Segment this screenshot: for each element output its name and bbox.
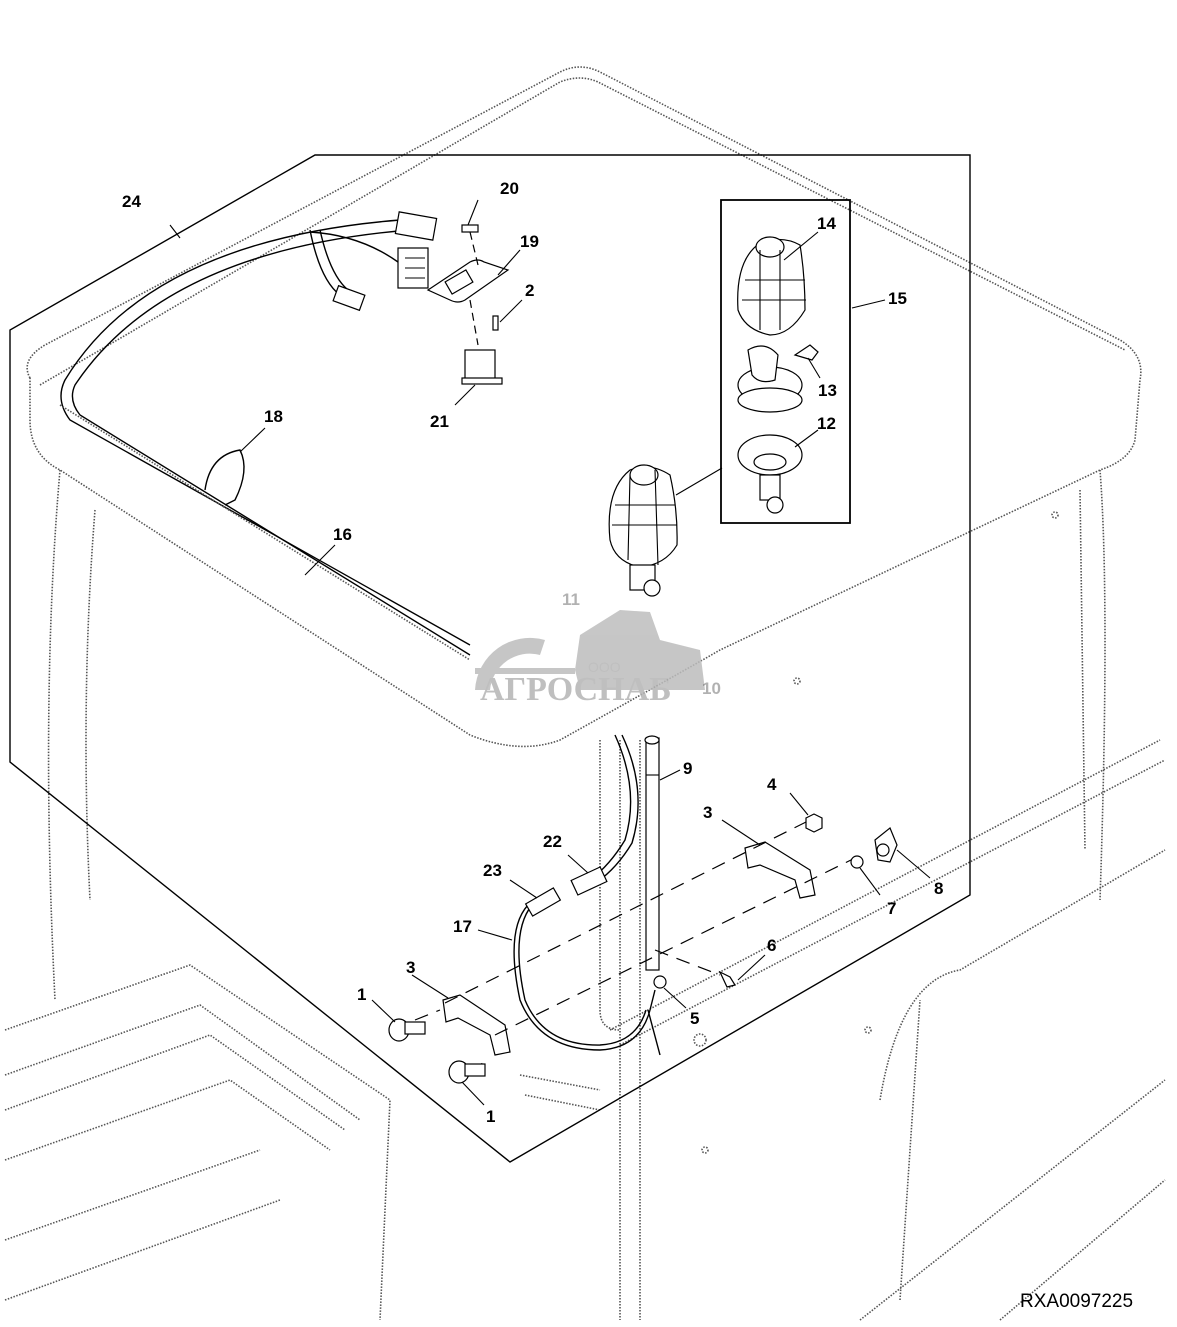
callout-6: 6 (767, 936, 776, 955)
harness-16 (60, 219, 471, 646)
callout-11: 11 (562, 590, 580, 609)
callout-10: 10 (702, 679, 721, 698)
callout-15: 15 (888, 289, 907, 308)
callout-22: 22 (543, 832, 562, 851)
leader-24 (169, 224, 181, 239)
leader-23 (509, 879, 538, 899)
beacon-light-11 (608, 464, 678, 597)
harness-17 (513, 904, 656, 1051)
leader-22 (567, 854, 589, 874)
figure-id: RXA0097225 (1020, 1291, 1133, 1312)
bolt-1-upper (388, 1018, 426, 1042)
nut-4 (805, 813, 823, 833)
clip-20 (461, 224, 479, 233)
leader-7 (859, 867, 881, 896)
callout-13: 13 (818, 381, 837, 400)
leader-16 (304, 544, 336, 576)
leader-3-lower (411, 974, 449, 999)
leader-1-lower (461, 1081, 485, 1106)
leader-14 (783, 231, 819, 261)
connector-23 (524, 887, 562, 917)
alignment-line (654, 949, 721, 976)
bulb-13 (793, 344, 819, 361)
screw-6 (718, 970, 736, 988)
screw-2 (492, 315, 499, 331)
callout-16: 16 (333, 525, 352, 544)
leader-15 (851, 299, 886, 309)
callout-17: 17 (453, 917, 472, 936)
leader-12 (794, 429, 819, 448)
cab-roof-outline (4, 66, 1166, 1321)
leader-17 (477, 929, 513, 941)
callout-24: 24 (122, 192, 141, 211)
callout-3-upper: 3 (703, 803, 712, 822)
alignment-line (414, 1009, 441, 1021)
callout-9: 9 (683, 759, 692, 778)
callout-23: 23 (483, 861, 502, 880)
callout-20: 20 (500, 179, 519, 198)
callout-8: 8 (934, 879, 943, 898)
leader-8 (896, 849, 931, 879)
leader-18 (239, 427, 266, 453)
callout-12: 12 (817, 414, 836, 433)
lens-14 (737, 238, 806, 336)
callout-7: 7 (887, 899, 896, 918)
callout-19: 19 (520, 232, 539, 251)
assembly-panel-outline (9, 154, 971, 1163)
leader-1-upper (371, 999, 396, 1023)
strap-18 (204, 449, 245, 506)
agrosnab-watermark: ООО АГРОСНАБ (475, 610, 705, 708)
watermark-brand: АГРОСНАБ (480, 671, 672, 708)
callout-1-upper: 1 (357, 985, 366, 1004)
bracket-3-upper (744, 841, 816, 899)
beacon-exploded-parts (737, 236, 819, 514)
leader-4 (789, 792, 809, 816)
leader-2 (499, 299, 523, 323)
leader-21 (454, 384, 476, 406)
beacon-inset-box (720, 199, 851, 524)
callout-4: 4 (767, 775, 777, 794)
callout-18: 18 (264, 407, 283, 426)
leader-19 (497, 249, 521, 276)
bracket-3-lower (442, 994, 511, 1056)
leader-20 (467, 199, 479, 226)
callout-2: 2 (525, 281, 534, 300)
watermark-small: ООО (588, 659, 621, 675)
alignment-line (494, 857, 856, 1036)
callout-5: 5 (690, 1009, 699, 1028)
bolt-1-lower (448, 1060, 486, 1084)
leader-9 (659, 769, 681, 781)
harness-upper (589, 734, 632, 881)
switch-21 (464, 349, 496, 381)
callout-1-lower: 1 (486, 1107, 495, 1126)
harness-connectors (309, 211, 438, 312)
washer-7 (850, 855, 864, 869)
mast-9 (644, 735, 660, 971)
connector-22 (570, 866, 608, 896)
leader-6 (737, 954, 766, 981)
switch-mount-parts (426, 224, 510, 385)
alignment-line (444, 819, 811, 1004)
callout-3-lower: 3 (406, 958, 415, 977)
callout-21: 21 (430, 412, 449, 431)
leader-5 (663, 987, 687, 1009)
leader-3-upper (721, 819, 761, 846)
leader-11 (675, 467, 723, 496)
callout-14: 14 (817, 214, 836, 233)
grommet-5 (653, 975, 667, 989)
leader-13 (807, 357, 821, 379)
